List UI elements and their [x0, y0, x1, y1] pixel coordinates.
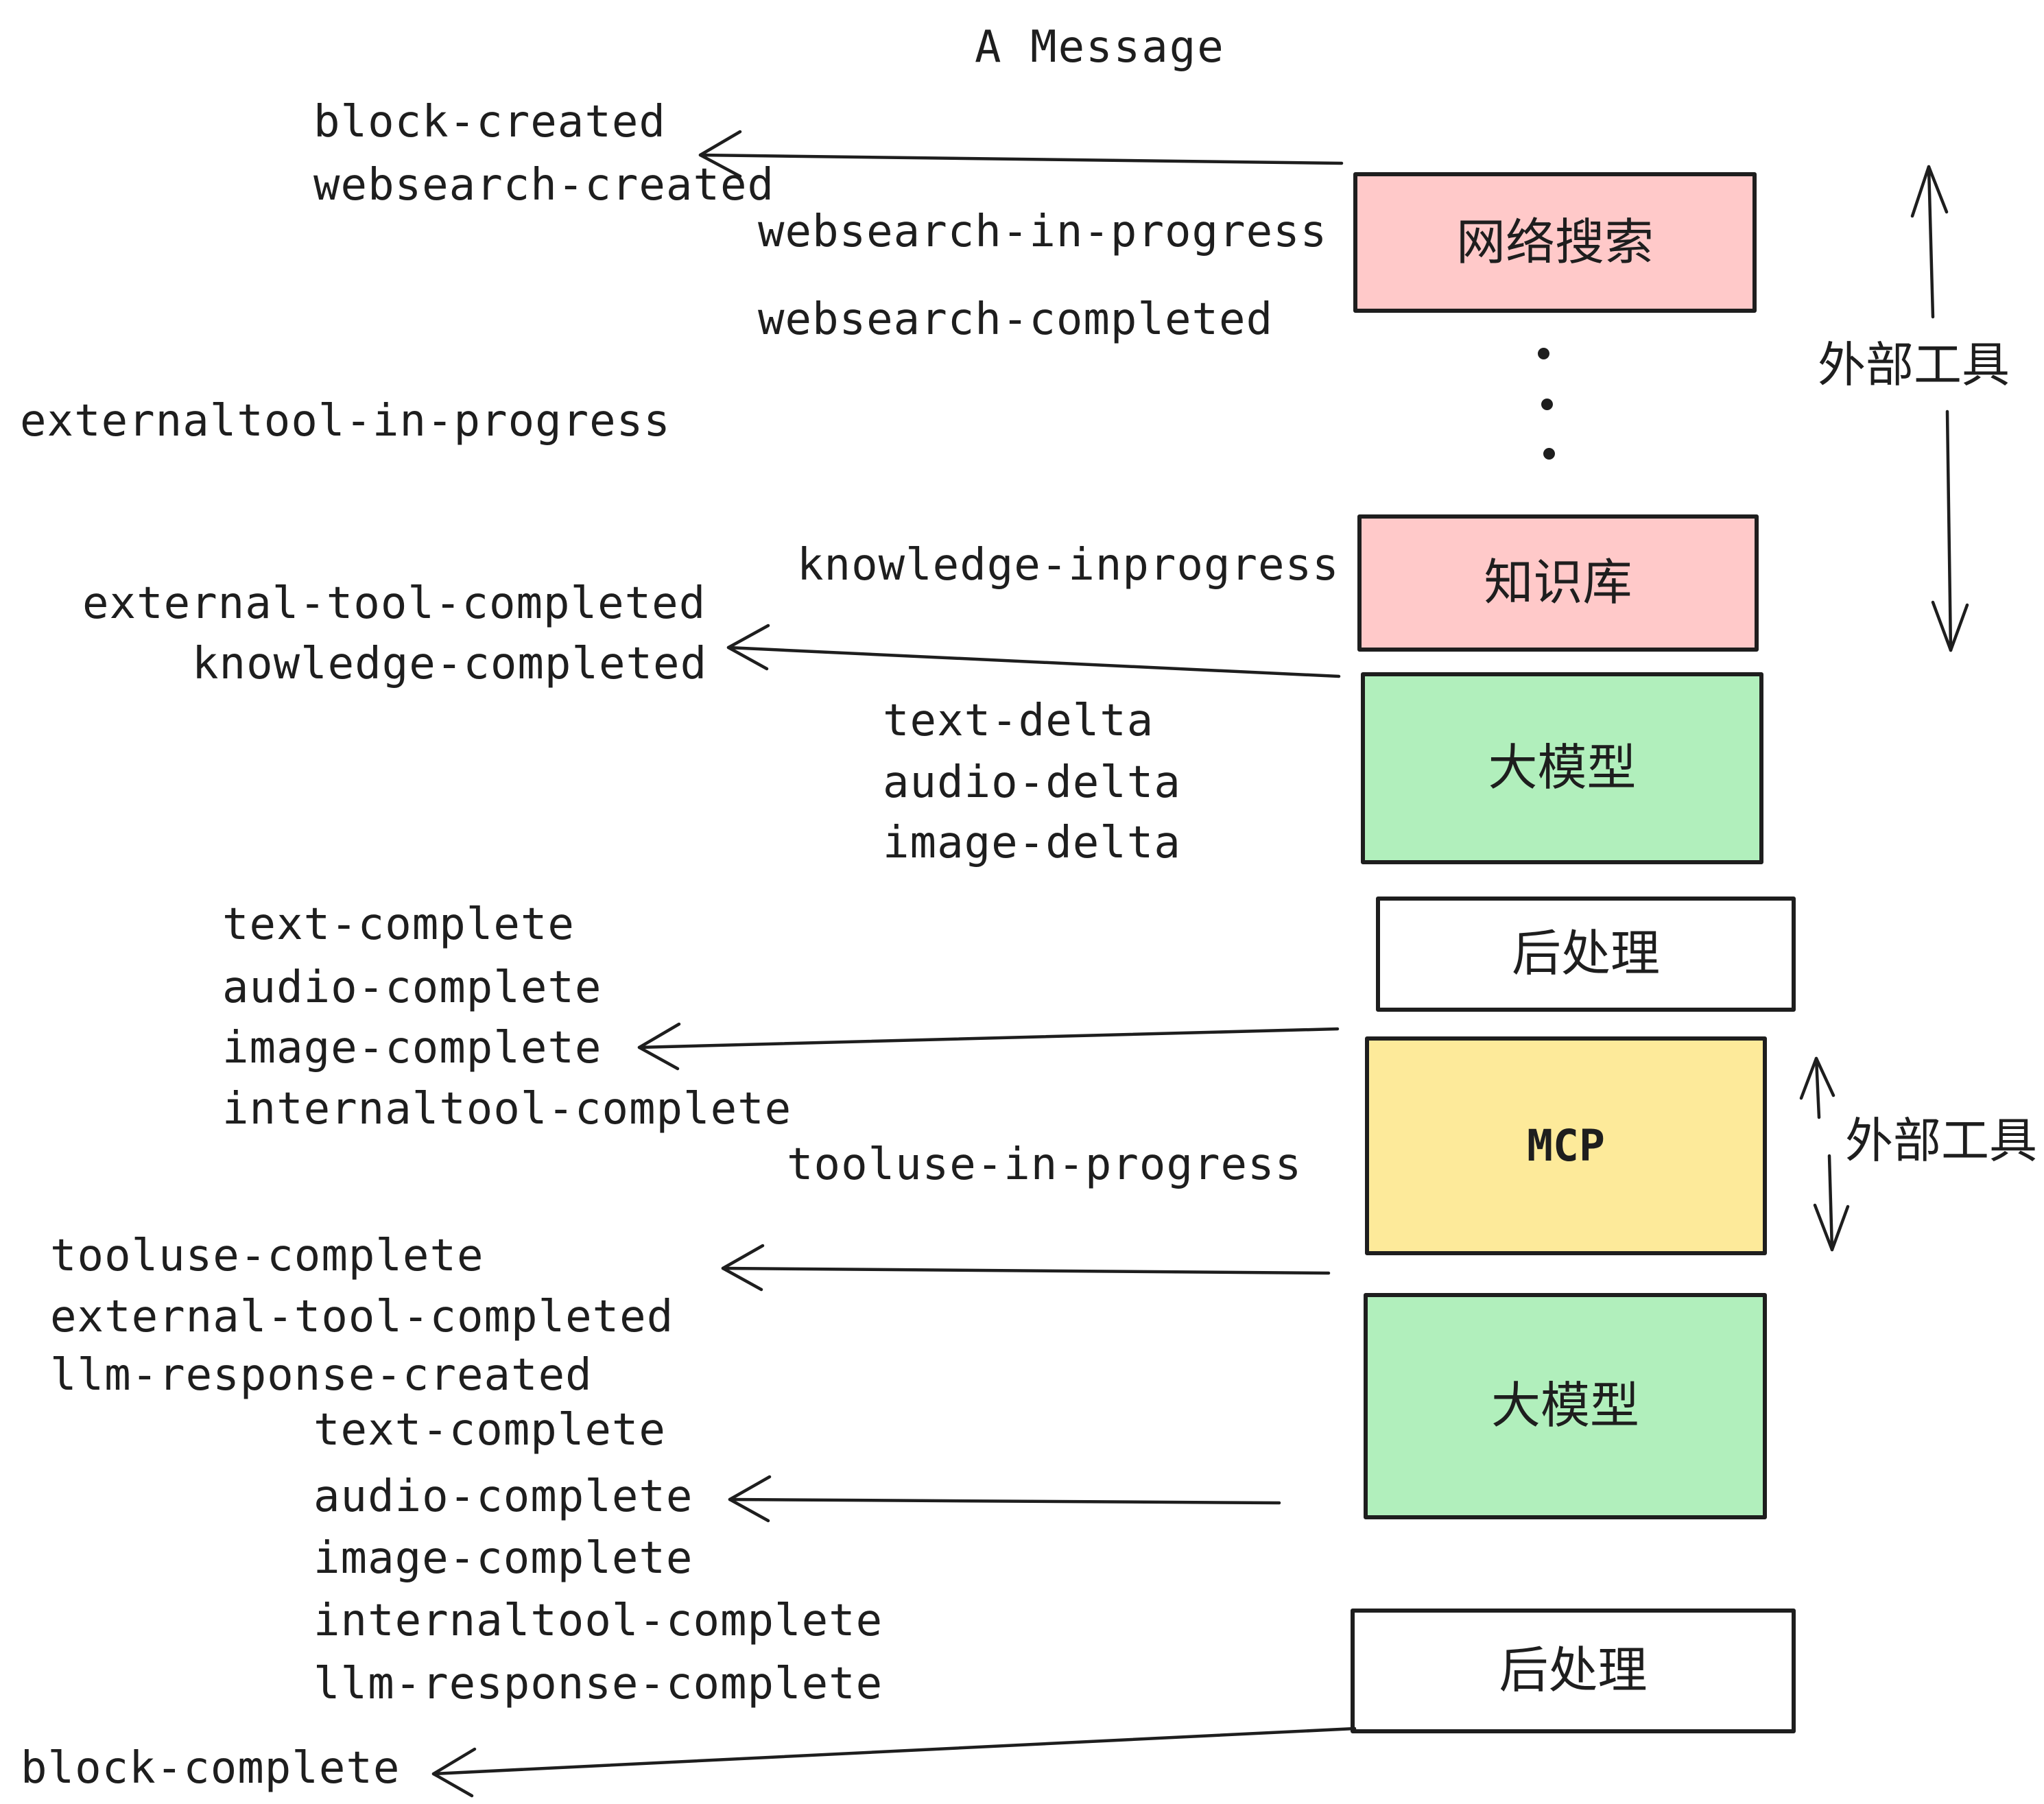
ellipsis-dot	[1543, 448, 1555, 460]
box-mcp: MCP	[1365, 1036, 1767, 1255]
event-label-image-delta: image-delta	[883, 818, 1181, 868]
event-label-image-complete: image-complete	[222, 1023, 602, 1073]
event-label-websearch-completed: websearch-completed	[758, 294, 1274, 345]
event-label-audio-complete: audio-complete	[222, 962, 602, 1013]
box-postprocess-1: 后处理	[1376, 897, 1796, 1012]
box-websearch-label: 网络搜索	[1455, 215, 1654, 270]
event-label-audio-complete-2: audio-complete	[313, 1471, 693, 1522]
event-label-audio-delta: audio-delta	[883, 757, 1181, 808]
event-label-llm-response-complete: llm-response-complete	[313, 1659, 883, 1709]
arrow-tooluse-complete	[721, 1244, 1331, 1292]
arrow-mcp-external-up	[1799, 1056, 1835, 1119]
event-label-external-tool-completed-2: external-tool-completed	[50, 1292, 674, 1342]
external-tools-label-mcp: 外部工具	[1845, 1114, 2037, 1167]
box-llm-1: 大模型	[1361, 672, 1763, 864]
event-label-text-delta: text-delta	[883, 696, 1154, 746]
event-label-websearch-in-progress: websearch-in-progress	[758, 206, 1328, 257]
box-llm-2: 大模型	[1364, 1293, 1767, 1519]
ellipsis-dot	[1538, 348, 1549, 359]
box-websearch: 网络搜索	[1353, 172, 1757, 313]
event-label-text-complete: text-complete	[222, 899, 575, 950]
diagram-title: A Message	[975, 22, 1225, 73]
event-label-tooluse-in-progress: tooluse-in-progress	[787, 1139, 1303, 1190]
event-label-websearch-created: websearch-created	[313, 160, 775, 211]
event-label-external-tool-completed: external-tool-completed	[82, 578, 706, 629]
box-postprocess-2: 后处理	[1351, 1609, 1796, 1733]
box-llm-1-label: 大模型	[1488, 741, 1637, 796]
event-label-internaltool-complete-2: internaltool-complete	[313, 1595, 883, 1646]
arrow-image-complete	[637, 1022, 1340, 1071]
arrow-audio-complete	[728, 1475, 1281, 1523]
event-label-tooluse-complete: tooluse-complete	[50, 1231, 484, 1281]
box-mcp-label: MCP	[1527, 1120, 1605, 1171]
event-label-image-complete-2: image-complete	[313, 1533, 693, 1584]
arrow-mcp-external-down	[1813, 1154, 1850, 1252]
arrow-knowledge-completed	[726, 624, 1341, 678]
arrow-external-tools-down	[1931, 410, 1969, 652]
box-postprocess-2-label: 后处理	[1499, 1643, 1648, 1698]
event-label-internaltool-complete: internaltool-complete	[222, 1084, 792, 1135]
external-tools-label-top: 外部工具	[1818, 338, 2010, 392]
event-label-knowledge-inprogress: knowledge-inprogress	[797, 540, 1340, 591]
box-postprocess-1-label: 后处理	[1511, 927, 1660, 982]
event-label-block-complete: block-complete	[21, 1743, 401, 1794]
event-label-knowledge-completed: knowledge-completed	[192, 639, 708, 689]
ellipsis-dot	[1541, 399, 1553, 410]
box-llm-2-label: 大模型	[1490, 1379, 1639, 1434]
arrow-block-created	[698, 130, 1344, 178]
box-knowledge-label: 知识库	[1484, 556, 1632, 610]
event-label-externaltool-in-progress: externaltool-in-progress	[20, 396, 671, 447]
event-label-llm-response-created: llm-response-created	[50, 1350, 593, 1401]
event-label-text-complete-2: text-complete	[313, 1405, 666, 1456]
box-knowledge: 知识库	[1357, 514, 1759, 652]
arrow-external-tools-up	[1910, 165, 1949, 319]
event-label-block-created: block-created	[313, 97, 666, 147]
arrow-block-complete	[431, 1726, 1357, 1798]
